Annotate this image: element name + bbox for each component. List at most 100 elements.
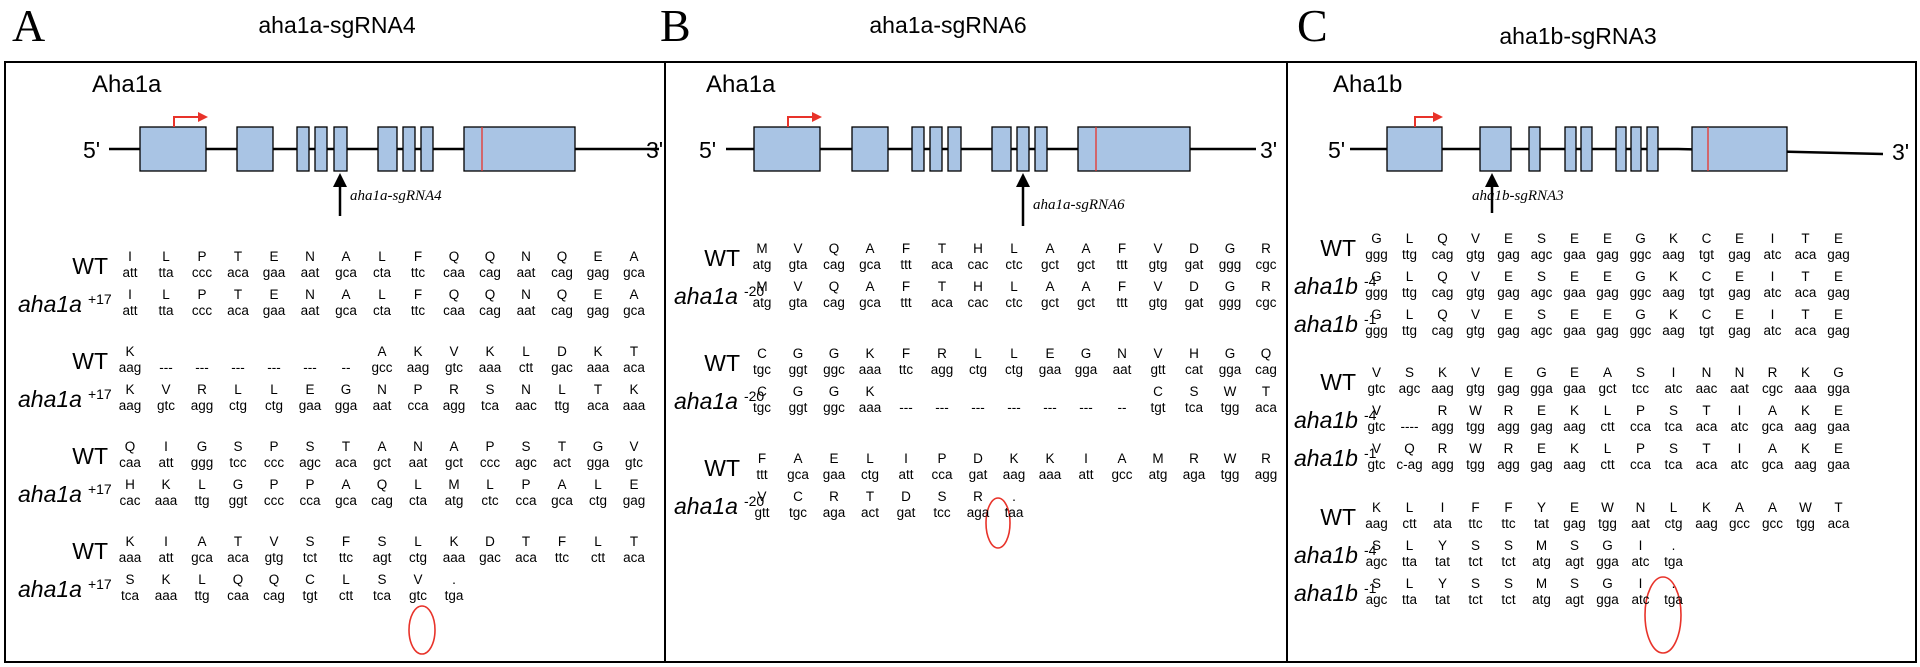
- codon: aaa: [858, 362, 882, 377]
- amino-acid: D: [1189, 241, 1199, 256]
- codon: ggt: [228, 493, 248, 508]
- amino-acid: W: [1799, 500, 1812, 515]
- codon: aat: [516, 303, 536, 318]
- codon: cgc: [1255, 295, 1277, 310]
- amino-acid: L: [1603, 441, 1612, 456]
- codon: ttt: [756, 467, 768, 482]
- five-prime-label: 5': [1328, 137, 1346, 163]
- amino-acid: C: [793, 489, 803, 504]
- amino-acid: V: [629, 439, 639, 454]
- row-label-text: aha1a: [18, 481, 82, 507]
- row-label-text: aha1a: [18, 291, 82, 317]
- row-label-text: WT: [704, 350, 740, 376]
- amino-acid: S: [377, 534, 387, 549]
- amino-acid: S: [1569, 538, 1579, 553]
- codon: gag: [1827, 285, 1850, 300]
- codon: agc: [1365, 554, 1388, 569]
- amino-acid: V: [1153, 241, 1163, 256]
- codon: aga: [1182, 467, 1206, 482]
- gene-name: Aha1b: [1333, 71, 1403, 98]
- codon: ccc: [479, 455, 501, 470]
- amino-acid: P: [413, 382, 423, 397]
- codon: aca: [1794, 285, 1817, 300]
- codon: gag: [586, 265, 610, 280]
- codon: ttc: [1468, 516, 1483, 531]
- codon: gtg: [1466, 285, 1485, 300]
- amino-acid: E: [1569, 269, 1579, 284]
- mutation-size: -1: [1363, 311, 1377, 327]
- codon: gcc: [1761, 516, 1783, 531]
- exon-7: [1630, 126, 1642, 172]
- amino-acid: G: [1371, 269, 1382, 284]
- codon: ctg: [588, 493, 607, 508]
- amino-acid: E: [269, 249, 279, 264]
- amino-acid: K: [449, 534, 459, 549]
- amino-acid: P: [1635, 403, 1645, 418]
- codon: att: [898, 467, 914, 482]
- promoter-arrow: [173, 116, 200, 127]
- codon: ---: [231, 360, 245, 375]
- codon: taa: [1004, 505, 1024, 520]
- amino-acid: A: [1081, 241, 1091, 256]
- amino-acid: N: [1701, 365, 1712, 380]
- amino-acid: T: [937, 241, 947, 256]
- codon: atc: [1730, 457, 1749, 472]
- amino-acid: G: [196, 439, 208, 454]
- codon: aag: [1002, 467, 1026, 482]
- amino-acid: .: [1671, 538, 1676, 553]
- amino-acid: F: [413, 249, 423, 264]
- codon: aca: [1255, 400, 1277, 415]
- codon: aca: [1695, 419, 1718, 434]
- amino-acid: E: [1503, 269, 1513, 284]
- codon: cag: [823, 295, 845, 310]
- codon: cag: [1431, 285, 1454, 300]
- mutant-label: aha1a+17: [18, 386, 112, 413]
- amino-acid: A: [1045, 279, 1055, 294]
- amino-acid: K: [1800, 403, 1810, 418]
- amino-acid: S: [521, 439, 531, 454]
- codon: aag: [1662, 247, 1685, 262]
- codon: gtg: [1466, 323, 1485, 338]
- codon: gct: [444, 455, 463, 470]
- amino-acid: V: [1470, 231, 1480, 246]
- amino-acid: R: [1189, 451, 1199, 466]
- codon: gat: [1184, 257, 1204, 272]
- amino-acid: K: [125, 344, 135, 359]
- codon: ttg: [554, 398, 570, 413]
- amino-acid: .: [452, 572, 456, 587]
- codon: ---: [1079, 400, 1093, 415]
- codon: ggg: [190, 455, 214, 470]
- amino-acid: F: [901, 241, 911, 256]
- amino-acid: L: [1603, 403, 1612, 418]
- codon: gaa: [1563, 323, 1586, 338]
- amino-acid: L: [1405, 307, 1414, 322]
- codon: aag: [1662, 323, 1685, 338]
- codon: cac: [967, 257, 989, 272]
- exon-1: [1386, 126, 1443, 172]
- codon: ggc: [823, 400, 845, 415]
- amino-acid: K: [1668, 307, 1678, 322]
- codon: act: [860, 505, 879, 520]
- codon: att: [158, 550, 174, 565]
- codon: tga: [1664, 554, 1683, 569]
- amino-acid: M: [1152, 451, 1164, 466]
- amino-acid: V: [1470, 269, 1480, 284]
- amino-acid: K: [1437, 365, 1447, 380]
- amino-acid: P: [937, 451, 947, 466]
- codon: ---: [1007, 400, 1021, 415]
- codon: gca: [335, 493, 357, 508]
- amino-acid: Q: [828, 279, 840, 294]
- codon: caa: [227, 588, 249, 603]
- codon: gat: [968, 467, 988, 482]
- amino-acid: I: [1638, 538, 1643, 553]
- wt-label: WT: [674, 245, 740, 272]
- codon: att: [122, 265, 138, 280]
- amino-acid: E: [829, 451, 839, 466]
- amino-acid: Q: [556, 287, 568, 302]
- amino-acid: S: [125, 572, 135, 587]
- codon: gag: [1596, 323, 1619, 338]
- amino-acid: I: [128, 249, 132, 264]
- amino-acid: P: [197, 249, 207, 264]
- exon-9: [1691, 126, 1788, 172]
- amino-acid: P: [1635, 441, 1645, 456]
